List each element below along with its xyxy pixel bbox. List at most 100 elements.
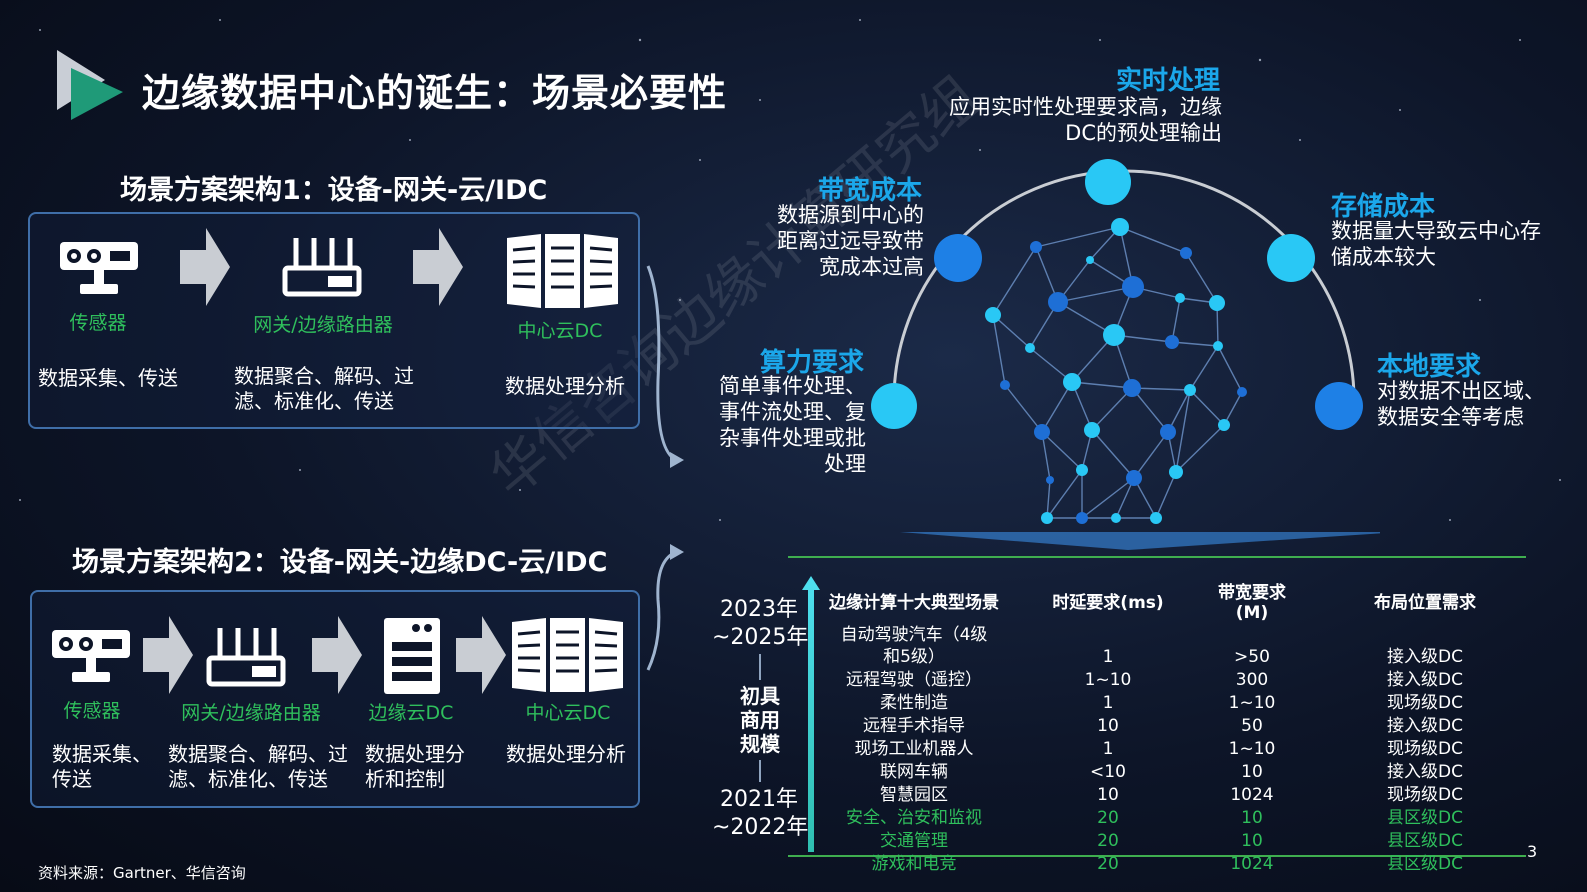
arch2-node2-label: 网关/边缘路由器 — [181, 702, 321, 724]
driver-node-realtime — [1085, 159, 1131, 205]
bandwidth-title: 带宽成本 — [818, 176, 923, 206]
latency-cell: 20 — [1097, 854, 1119, 874]
bandwidth-cell: 1024 — [1230, 854, 1274, 874]
source-note: 资料来源：Gartner、华信咨询 — [38, 864, 246, 882]
table-top-line — [788, 556, 1526, 558]
server-rack-icon — [507, 234, 618, 308]
latency-cell: 1 — [1102, 647, 1114, 667]
bandwidth-desc: 数据源到中心的距离过远导致带宽成本过高 — [777, 203, 924, 279]
realtime-desc: 应用实时性处理要求高，边缘DC的预处理输出 — [949, 95, 1222, 145]
location-cell: 现场级DC — [1387, 739, 1463, 759]
location-cell: 接入级DC — [1387, 716, 1463, 736]
scene-cell: 自动驾驶汽车（4级和5级） — [840, 625, 988, 667]
local-desc: 对数据不出区域、数据安全等考虑 — [1377, 379, 1545, 429]
edge-server-icon — [384, 618, 440, 694]
location-cell: 接入级DC — [1387, 762, 1463, 782]
flow-arrow-icon — [180, 228, 230, 306]
latency-cell: 1~10 — [1084, 670, 1132, 690]
driver-node-storage — [1267, 234, 1315, 282]
header-location: 布局位置需求 — [1374, 593, 1476, 613]
page-number: 3 — [1527, 842, 1538, 861]
latency-cell: 1 — [1102, 739, 1114, 759]
latency-cell: 10 — [1097, 785, 1119, 805]
scene-cell: 远程驾驶（遥控） — [846, 670, 982, 690]
timeline-up-arrow-icon — [802, 576, 820, 852]
driver-node-local — [1315, 382, 1363, 430]
arch2-node4-label: 中心云DC — [525, 702, 611, 724]
scene-cell: 远程手术指导 — [863, 716, 965, 736]
table-header-row: 边缘计算十大典型场景 时延要求(ms) 带宽要求(M) 布局位置需求 — [820, 578, 1554, 623]
arch2-node4-desc: 数据处理分析 — [506, 742, 626, 766]
flow-arrow-icon — [456, 616, 506, 694]
sensor-icon — [52, 630, 130, 682]
scene-cell: 智慧园区 — [880, 785, 948, 805]
scenario-table: 边缘计算十大典型场景 时延要求(ms) 带宽要求(M) 布局位置需求 自动驾驶汽… — [820, 578, 1554, 876]
flow-arrow-icon — [413, 228, 463, 306]
bandwidth-cell: 1~10 — [1228, 739, 1276, 759]
table-bottom-line — [788, 855, 1526, 857]
scene-cell: 柔性制造 — [880, 693, 948, 713]
timeline-top-year: 2023年 — [720, 597, 798, 622]
table-row: 远程手术指导 10 50 接入级DC — [820, 715, 1554, 738]
timeline-stage: 初具商用规模 — [740, 684, 780, 756]
arch1-node2-desc: 数据聚合、解码、过滤、标准化、传送 — [234, 364, 414, 413]
timeline-bottom-year: 2021年 — [720, 787, 798, 812]
arch2-node1-label: 传感器 — [63, 700, 121, 722]
latency-cell: <10 — [1090, 762, 1126, 782]
flow-arrow-icon — [312, 616, 362, 694]
router-icon — [206, 628, 286, 687]
driver-node-bandwidth — [934, 234, 982, 282]
arch2-node1-desc: 数据采集、传送 — [52, 742, 152, 791]
bandwidth-cell: 10 — [1241, 831, 1263, 851]
network-brain-diagram — [871, 159, 1380, 550]
location-cell: 县区级DC — [1387, 808, 1463, 828]
header-scene: 边缘计算十大典型场景 — [829, 593, 999, 613]
logo-play-icon — [57, 50, 123, 120]
header-bandwidth: 带宽要求(M) — [1218, 583, 1286, 623]
scene-cell: 联网车辆 — [880, 762, 948, 782]
scene-cell: 安全、治安和监视 — [846, 808, 982, 828]
storage-title: 存储成本 — [1331, 192, 1436, 222]
location-cell: 现场级DC — [1387, 785, 1463, 805]
arch2-node3-desc: 数据处理分析和控制 — [365, 742, 465, 791]
location-cell: 接入级DC — [1387, 670, 1463, 690]
flow-arrow-icon — [143, 616, 193, 694]
connector-arrows — [646, 265, 684, 671]
table-row: 联网车辆 <10 10 接入级DC — [820, 761, 1554, 784]
driver-node-compute — [871, 383, 917, 429]
scene-cell: 游戏和电竞 — [871, 854, 957, 874]
table-row: 自动驾驶汽车（4级和5级） 1 >50 接入级DC — [820, 623, 1554, 669]
table-row: 安全、治安和监视 20 10 县区级DC — [820, 807, 1554, 830]
router-icon — [282, 238, 362, 297]
timeline-top-range: ~2025年 — [712, 625, 809, 650]
scene-cell: 现场工业机器人 — [854, 739, 974, 759]
location-cell: 县区级DC — [1387, 831, 1463, 851]
location-cell: 接入级DC — [1387, 647, 1463, 667]
latency-cell: 10 — [1097, 716, 1119, 736]
storage-desc: 数据量大导致云中心存储成本较大 — [1331, 219, 1541, 269]
latency-cell: 20 — [1097, 808, 1119, 828]
latency-cell: 20 — [1097, 831, 1119, 851]
arch1-title: 场景方案架构1：设备-网关-云/IDC — [120, 175, 548, 206]
compute-desc: 简单事件处理、事件流处理、复杂事件处理或批处理 — [719, 374, 866, 476]
arch2-node2-desc: 数据聚合、解码、过滤、标准化、传送 — [168, 742, 348, 791]
bandwidth-cell: 10 — [1241, 762, 1263, 782]
bandwidth-cell: 1~10 — [1228, 693, 1276, 713]
latency-cell: 1 — [1102, 693, 1114, 713]
page-title: 边缘数据中心的诞生：场景必要性 — [142, 71, 728, 115]
timeline-divider — [759, 760, 761, 782]
bandwidth-cell: 10 — [1241, 808, 1263, 828]
local-title: 本地要求 — [1377, 352, 1482, 382]
bandwidth-cell: 50 — [1241, 716, 1263, 736]
timeline-divider — [759, 654, 761, 680]
arch1-node3-label: 中心云DC — [517, 320, 603, 342]
bandwidth-cell: >50 — [1234, 647, 1270, 667]
table-row: 现场工业机器人 1 1~10 现场级DC — [820, 738, 1554, 761]
server-rack-icon — [512, 618, 623, 692]
header-latency: 时延要求(ms) — [1052, 593, 1164, 613]
bandwidth-cell: 300 — [1235, 670, 1269, 690]
